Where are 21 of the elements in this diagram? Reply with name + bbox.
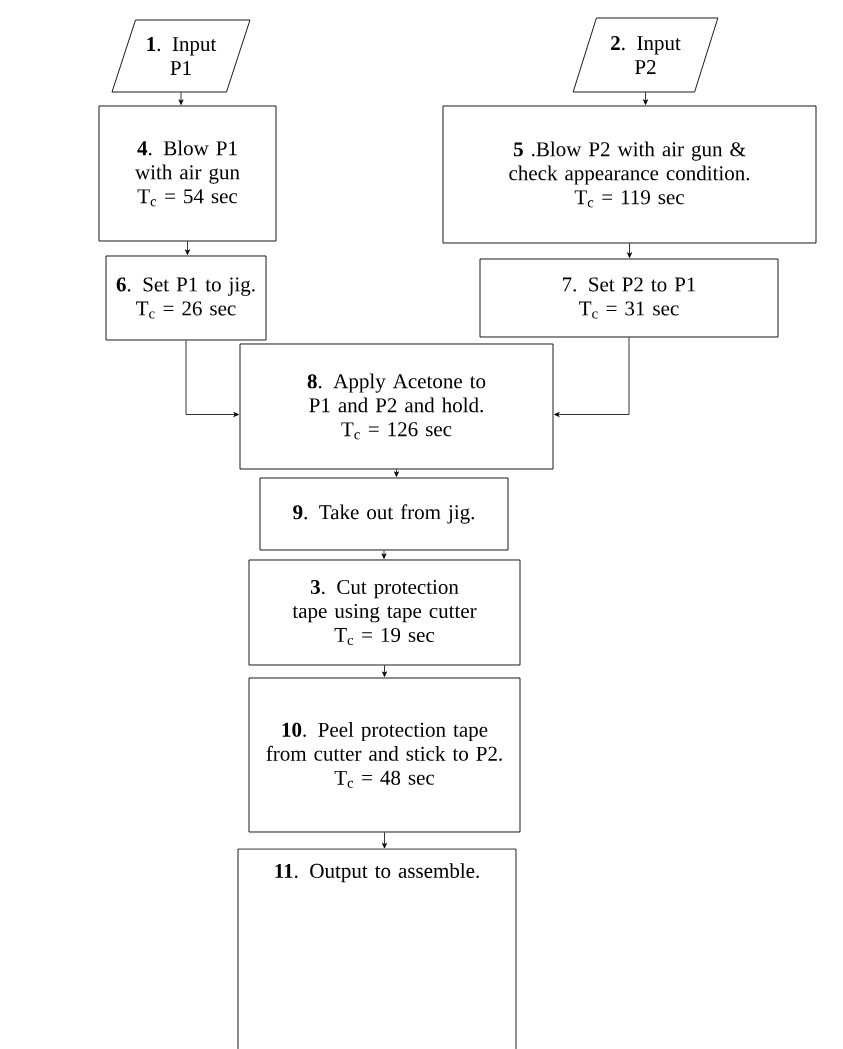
process-box: 10. Peel protection tape from cutter and stick to P2. T$_{c}$ = 48 sec: [248, 677, 521, 833]
process-box: 6. Set P1 to jig. T$_{c}$ = 26 sec: [105, 255, 267, 341]
process-box: 11. Output to assemble.: [237, 848, 517, 1049]
input-parallelogram: 2. Input P2: [572, 17, 719, 93]
arrow: [185, 241, 190, 255]
arrow: [382, 832, 387, 849]
arrow: [178, 92, 184, 105]
process-box: 7. Set P2 to P1 T$_{c}$ = 31 sec: [479, 258, 779, 338]
arrow: [381, 550, 387, 559]
process-box: 5 .Blow P2 with air gun & check appearance condition. T$_{c}$ = 119 sec: [442, 105, 817, 244]
process-box: 8. Apply Acetone to P1 and P2 and hold. T$_{c}$ = 126 sec: [239, 343, 554, 470]
process-box: 3. Cut protection tape using tape cutter T$_{c}$ = 19 sec: [248, 559, 521, 666]
process-box: 9. Take out from jig.: [259, 477, 509, 551]
arrow: [627, 243, 632, 258]
arrow: [643, 92, 648, 105]
input-parallelogram: 1. Input P1: [111, 19, 251, 93]
arrow: [382, 665, 387, 677]
arrow: [185, 340, 239, 417]
arrow: [554, 337, 630, 417]
arrow: [394, 469, 399, 477]
process-box: 4. Blow P1 with air gun T$_{c}$ = 54 sec: [98, 105, 277, 242]
